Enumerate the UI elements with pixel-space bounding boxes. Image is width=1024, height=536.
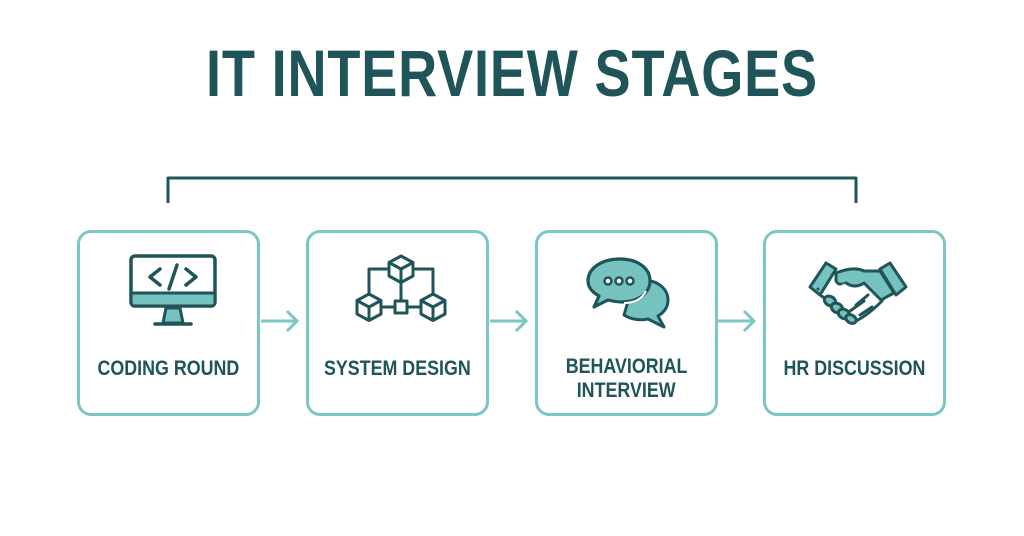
stage-label: SYSTEM DESIGN <box>324 357 471 380</box>
stage-label: BEHAVIORIAL INTERVIEW <box>565 355 688 402</box>
grouping-bracket <box>166 176 858 203</box>
arrow-1 <box>261 309 300 333</box>
stage-card-hr-discussion: HR DISCUSSION <box>763 230 946 416</box>
stage-label: HR DISCUSSION <box>783 357 926 380</box>
handshake-icon <box>808 261 908 325</box>
arrow-2 <box>490 309 529 333</box>
network-cubes-icon <box>355 254 447 322</box>
stage-card-coding-round: CODING ROUND <box>77 230 260 416</box>
code-monitor-icon <box>129 254 217 326</box>
arrow-3 <box>718 309 757 333</box>
stage-label: CODING ROUND <box>97 357 240 380</box>
page-title: IT INTERVIEW STAGES <box>206 36 818 110</box>
stage-card-behavioral-interview: BEHAVIORIAL INTERVIEW <box>535 230 718 416</box>
chat-bubbles-icon <box>586 257 670 329</box>
stage-card-system-design: SYSTEM DESIGN <box>306 230 489 416</box>
